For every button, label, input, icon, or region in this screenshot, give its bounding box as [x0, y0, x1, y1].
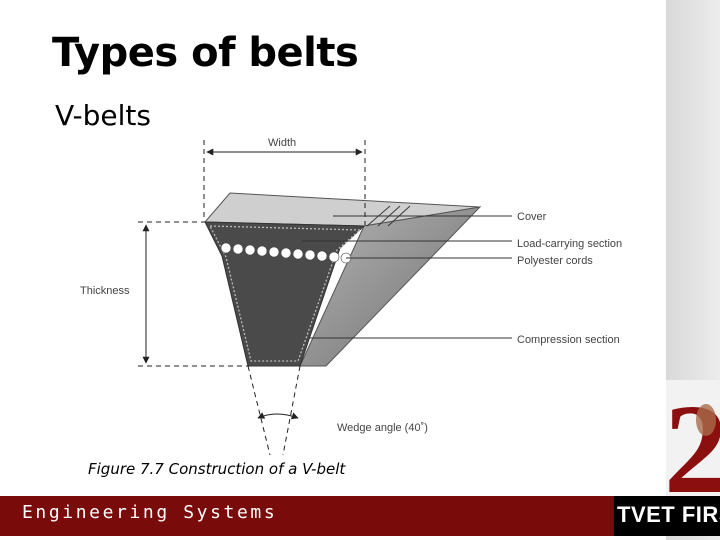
- slide-title: Types of belts: [52, 30, 359, 76]
- logo-text: TVET FIRST: [617, 502, 720, 527]
- slide-subtitle: V-belts: [55, 99, 151, 132]
- figure-caption: Figure 7.7 Construction of a V-belt: [88, 460, 346, 478]
- logo-figure: [696, 404, 716, 436]
- thickness-label: Thickness: [80, 285, 130, 297]
- callout-lines: [302, 205, 512, 339]
- thickness-dimension: [138, 221, 250, 367]
- tvet-logo-mark: 2: [666, 380, 720, 496]
- cover-outline: [209, 225, 362, 362]
- width-label: Width: [268, 137, 296, 149]
- footer-title: Engineering Systems: [22, 502, 278, 523]
- cover-label: Cover: [517, 211, 547, 223]
- wedge-angle-indicator: [247, 365, 301, 456]
- tvet-first-logo: TVET FIRST: [614, 496, 720, 536]
- logo-numeral: 2: [666, 380, 720, 496]
- polyester-cords-label: Polyester cords: [517, 255, 593, 267]
- footer-bar: Engineering Systems: [0, 496, 614, 536]
- compression-label: Compression section: [517, 334, 620, 346]
- width-dimension: [203, 140, 366, 225]
- belt-side-face: [299, 206, 482, 367]
- load-carrying-label: Load-carrying section: [517, 238, 622, 250]
- wedge-angle-label: Wedge angle (40˚): [337, 422, 428, 434]
- polyester-cords: [220, 242, 352, 264]
